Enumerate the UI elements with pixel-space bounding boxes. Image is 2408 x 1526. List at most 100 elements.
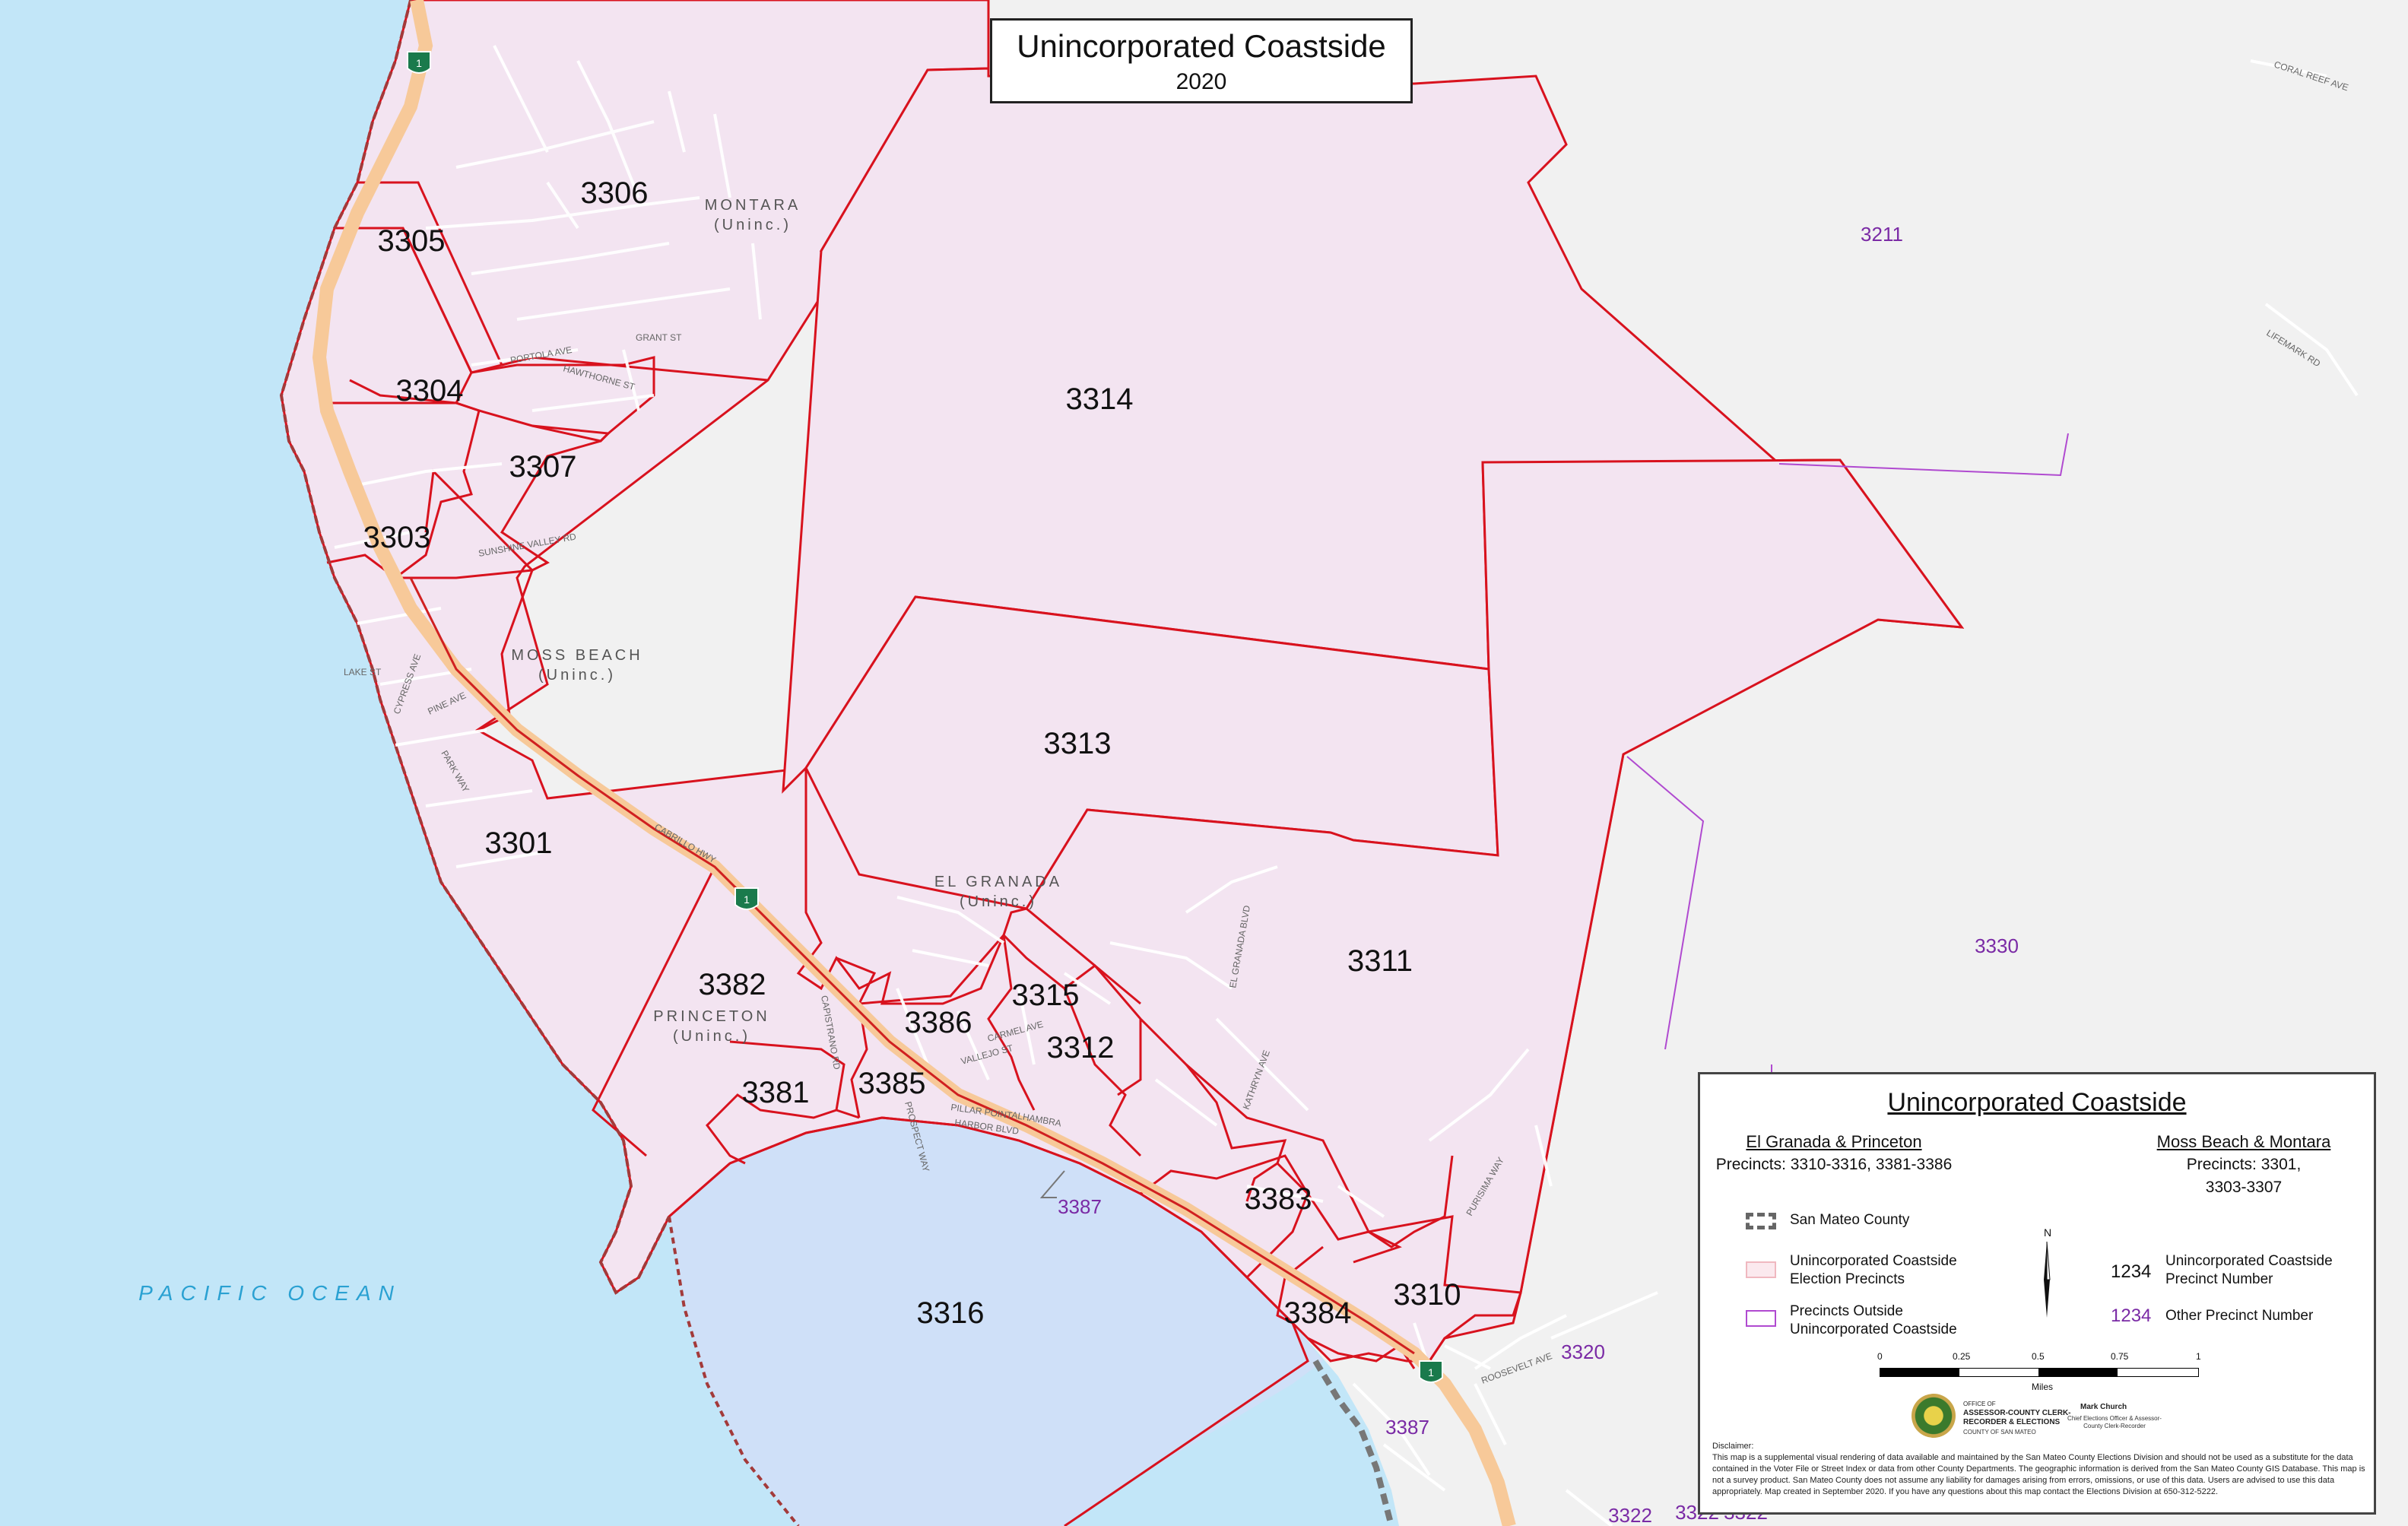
legend-right-text1: Precincts: 3301, [2186, 1156, 2302, 1173]
precinct-label-3310: 3310 [1394, 1278, 1461, 1312]
legend-left-text: Precincts: 3310-3316, 3381-3386 [1715, 1156, 1953, 1173]
office-line-4: COUNTY OF SAN MATEO [1963, 1429, 2036, 1436]
place-label-montara-sub: (Uninc.) [714, 217, 792, 233]
svg-text:1: 1 [416, 57, 422, 69]
scale-segment [1880, 1369, 1959, 1376]
precinct-3316-boundary [668, 1116, 1309, 1526]
map-title: Unincorporated Coastside [1017, 28, 1386, 64]
precinct-label-3306: 3306 [581, 176, 649, 210]
disclaimer-heading: Disclaimer: [1712, 1442, 1754, 1451]
pacific-ocean [0, 0, 1399, 1526]
north-arrow-icon [2044, 1242, 2051, 1318]
pillar-point-harbor [669, 1118, 1323, 1526]
legend-uc-number-label-1: Unincorporated Coastside [2165, 1253, 2333, 1269]
precinct-label-3313: 3313 [1044, 727, 1112, 760]
map-year: 2020 [1175, 69, 1227, 94]
place-label-moss-beach-sub: (Uninc.) [538, 667, 616, 684]
legend-county-label: San Mateo County [1790, 1212, 1910, 1228]
precinct-label-3311: 3311 [1347, 944, 1413, 978]
other-precinct-label-3211: 3211 [1861, 223, 1903, 246]
place-label-moss-beach: MOSS BEACH [511, 647, 642, 664]
legend-left-heading: El Granada & Princeton [1746, 1132, 1922, 1151]
precinct-label-3301: 3301 [485, 826, 553, 860]
precinct-label-3385: 3385 [858, 1067, 926, 1100]
other-precinct-label-3320: 3320 [1561, 1340, 1605, 1363]
scale-unit: Miles [2032, 1382, 2054, 1392]
legend-outside-label: Precincts Outside Unincorporated Coastsi… [1790, 1302, 1957, 1339]
scale-segment [2118, 1369, 2198, 1376]
legend-outside-label-1: Precincts Outside [1790, 1303, 1903, 1319]
scale-segment [1959, 1369, 2038, 1376]
other-precinct-label-3330: 3330 [1975, 934, 2019, 957]
legend-uc-number-label-2: Precinct Number [2165, 1271, 2273, 1287]
highway-1-centerline [409, 577, 1415, 1355]
scale-tick-2: 0.5 [2032, 1351, 2045, 1362]
legend-sample-number: 1234 [2111, 1261, 2152, 1282]
county-seal-icon [1911, 1394, 1956, 1438]
highway-shield-icon: 1 [1419, 1360, 1443, 1383]
precinct-label-3382: 3382 [699, 968, 766, 1001]
place-label-princeton: PRINCETON [653, 1008, 769, 1025]
precinct-label-3303: 3303 [363, 521, 431, 554]
other-precinct-label-3387: 3387 [1058, 1195, 1102, 1218]
precinct-label-3383: 3383 [1245, 1182, 1312, 1216]
precinct-label-3315: 3315 [1012, 979, 1080, 1012]
leader-line-3387 [1039, 1170, 1065, 1198]
map-legend: Unincorporated Coastside El Granada & Pr… [1698, 1072, 2376, 1515]
scale-segment [2038, 1369, 2118, 1376]
legend-right-text2: 3303-3307 [2205, 1179, 2283, 1196]
north-label: N [2044, 1226, 2052, 1239]
scale-tick-3: 0.75 [2111, 1351, 2129, 1362]
legend-other-number-label: Other Precinct Number [2165, 1308, 2314, 1324]
office-line-2: ASSESSOR-COUNTY CLERK- [1963, 1409, 2071, 1417]
disclaimer: Disclaimer: This map is a supplemental v… [1712, 1441, 2368, 1498]
highway-shield-icon: 1 [734, 887, 759, 910]
election-precinct-swatch [1746, 1261, 1776, 1278]
county-swatch [1746, 1213, 1776, 1229]
outside-precinct-swatch [1746, 1310, 1776, 1327]
scale-tick-4: 1 [2196, 1351, 2201, 1362]
office-line-1: OFFICE OF [1963, 1401, 1996, 1407]
legend-moss-beach-info: Moss Beach & Montara Precincts: 3301, 33… [2118, 1131, 2369, 1199]
map-title-box: Unincorporated Coastside 2020 [990, 18, 1413, 103]
precinct-label-3384: 3384 [1284, 1296, 1352, 1330]
scale-tick-1: 0.25 [1953, 1351, 1971, 1362]
coastline-boundary [279, 0, 671, 1295]
legend-election-label-2: Election Precincts [1790, 1271, 1905, 1287]
legend-title: Unincorporated Coastside [1887, 1088, 2187, 1117]
legend-outside-label-2: Unincorporated Coastside [1790, 1321, 1957, 1337]
legend-election-label-1: Unincorporated Coastside [1790, 1253, 1957, 1269]
other-precinct-label-3387: 3387 [1385, 1416, 1429, 1439]
other-precinct-label-3322: 3322 [1608, 1504, 1652, 1526]
precinct-label-3314: 3314 [1066, 382, 1134, 416]
legend-right-heading: Moss Beach & Montara [2156, 1132, 2331, 1151]
scale-bar [1880, 1368, 2199, 1377]
legend-uc-number-label: Unincorporated Coastside Precinct Number [2165, 1252, 2333, 1289]
precinct-label-3305: 3305 [378, 224, 446, 258]
precinct-label-3316: 3316 [917, 1296, 985, 1330]
street-label: LAKE ST [344, 667, 382, 677]
ocean-label: PACIFIC OCEAN [138, 1281, 401, 1305]
disclaimer-text: This map is a supplemental visual render… [1712, 1453, 2365, 1496]
street-label: GRANT ST [636, 332, 682, 343]
place-label-el-granada: EL GRANADA [934, 874, 1062, 890]
legend-election-label: Unincorporated Coastside Election Precin… [1790, 1252, 1957, 1289]
precinct-label-3304: 3304 [396, 374, 464, 408]
precinct-label-3307: 3307 [509, 450, 577, 484]
precinct-label-3386: 3386 [905, 1006, 972, 1039]
precinct-borders [319, 181, 1522, 1369]
svg-text:1: 1 [1428, 1366, 1434, 1378]
signature-title: Chief Elections Officer & Assessor-Count… [2067, 1415, 2162, 1429]
road-network [334, 45, 2359, 1526]
highway-shield-icon: 1 [407, 51, 431, 74]
county-boundary-dashed [1312, 1359, 1394, 1526]
signature-name: Mark Church [2080, 1403, 2127, 1411]
legend-sample-number-purple: 1234 [2111, 1306, 2152, 1326]
place-label-princeton-sub: (Uninc.) [673, 1028, 750, 1045]
precinct-label-3381: 3381 [742, 1076, 810, 1109]
scale-tick-0: 0 [1877, 1351, 1883, 1362]
svg-text:1: 1 [744, 893, 750, 906]
place-label-el-granada-sub: (Uninc.) [960, 893, 1037, 910]
